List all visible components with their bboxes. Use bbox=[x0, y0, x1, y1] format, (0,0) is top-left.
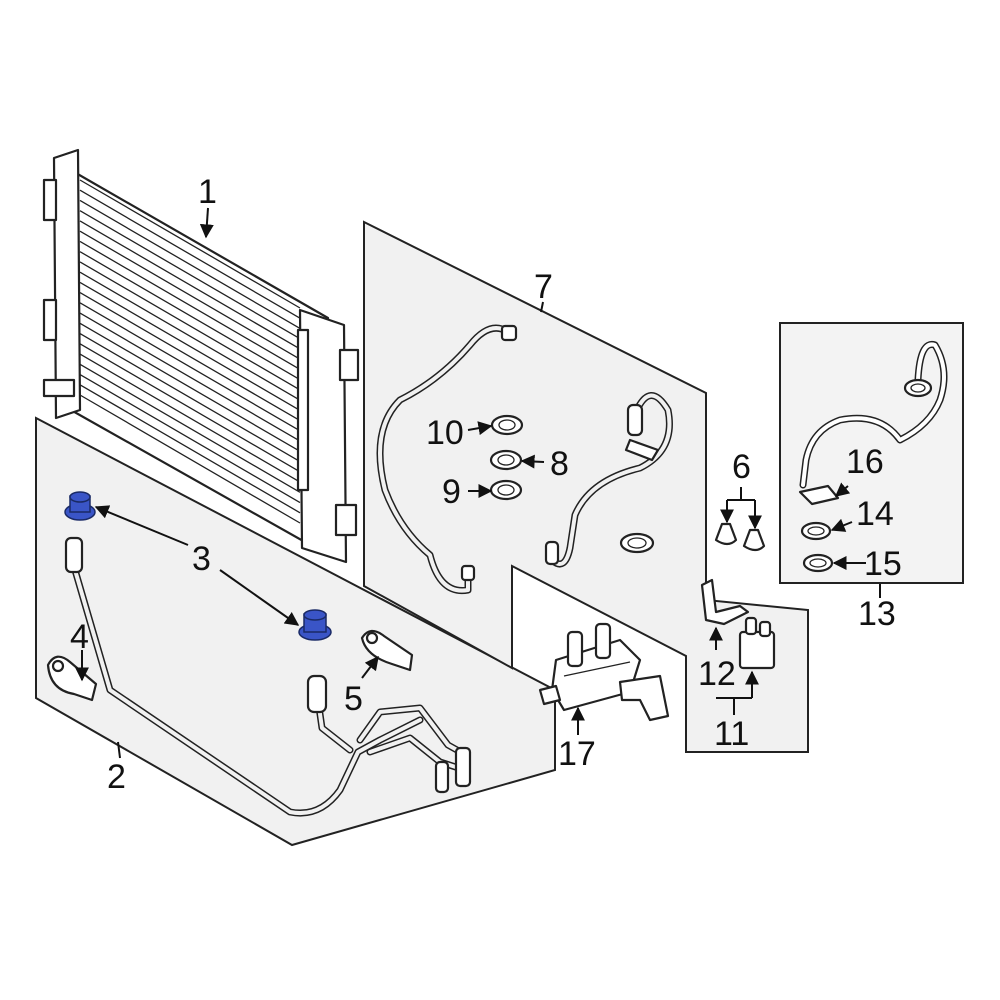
callout-13: 13 bbox=[858, 595, 896, 633]
callout-11: 11 bbox=[714, 715, 749, 753]
radiator-fin bbox=[79, 373, 301, 504]
callout-1: 1 bbox=[198, 173, 217, 211]
pipe-12[interactable] bbox=[700, 578, 750, 626]
cooler-line-2[interactable] bbox=[64, 536, 472, 817]
callout-5: 5 bbox=[344, 680, 363, 718]
callout-7: 7 bbox=[534, 268, 553, 306]
cooler-hose-7a[interactable] bbox=[376, 324, 518, 595]
callout-10: 10 bbox=[426, 414, 464, 452]
radiator-fin bbox=[79, 251, 301, 381]
leader-lines bbox=[75, 207, 881, 759]
o-ring-loose-7[interactable] bbox=[619, 532, 655, 554]
radiator-fin bbox=[79, 343, 301, 473]
radiator-fin bbox=[79, 353, 301, 483]
bracket-16[interactable] bbox=[798, 484, 840, 506]
radiator-fin bbox=[79, 220, 301, 350]
callout-12: 12 bbox=[698, 655, 736, 693]
radiator-fin bbox=[79, 199, 301, 330]
radiator-fin bbox=[79, 189, 301, 319]
panel-group-7 bbox=[363, 220, 809, 753]
o-ring-8[interactable] bbox=[489, 449, 523, 471]
o-ring-9[interactable] bbox=[489, 479, 523, 501]
radiator-fin bbox=[79, 394, 301, 524]
callout-4: 4 bbox=[70, 618, 89, 656]
o-ring-14[interactable] bbox=[800, 521, 832, 541]
callout-17: 17 bbox=[558, 735, 596, 773]
callout-6: 6 bbox=[732, 448, 751, 486]
radiator-fin bbox=[79, 333, 301, 463]
callout-16: 16 bbox=[846, 443, 884, 481]
radiator-fin bbox=[79, 230, 301, 360]
radiator-fin bbox=[79, 322, 301, 452]
o-ring-10[interactable] bbox=[490, 414, 524, 436]
radiator-fin bbox=[79, 261, 301, 391]
callout-14: 14 bbox=[856, 495, 894, 533]
clip-6a[interactable] bbox=[714, 522, 738, 546]
clip-6b[interactable] bbox=[742, 528, 766, 552]
radiator-fin bbox=[79, 281, 301, 411]
callouts: 1 2 3 4 5 6 7 8 9 10 11 12 13 14 15 16 1… bbox=[70, 173, 902, 796]
cooler-hose-16[interactable] bbox=[799, 340, 948, 489]
grommet-3b[interactable] bbox=[298, 609, 332, 641]
cooler-hose-7b[interactable] bbox=[544, 392, 673, 568]
bracket-5[interactable] bbox=[360, 629, 414, 672]
callout-8: 8 bbox=[550, 445, 569, 483]
callout-3: 3 bbox=[192, 540, 211, 578]
callout-9: 9 bbox=[442, 473, 461, 511]
radiator-fin bbox=[79, 210, 301, 340]
bracket-4[interactable] bbox=[46, 655, 98, 702]
callout-2: 2 bbox=[107, 758, 126, 796]
radiator-fin bbox=[79, 271, 301, 401]
oil-cooler-17[interactable] bbox=[538, 622, 670, 722]
radiator-fin bbox=[79, 240, 301, 370]
radiator-fin bbox=[79, 292, 301, 422]
radiator-fin bbox=[79, 384, 301, 514]
radiator-fin bbox=[79, 363, 301, 493]
callout-15: 15 bbox=[864, 545, 902, 583]
radiator-fin bbox=[79, 179, 301, 309]
grommet-3a[interactable] bbox=[64, 491, 96, 521]
o-ring-15[interactable] bbox=[802, 553, 834, 573]
radiator-fin bbox=[79, 312, 301, 442]
radiator-fin bbox=[79, 302, 301, 432]
condenser-radiator[interactable] bbox=[42, 148, 360, 564]
cooler-11[interactable] bbox=[738, 616, 776, 670]
